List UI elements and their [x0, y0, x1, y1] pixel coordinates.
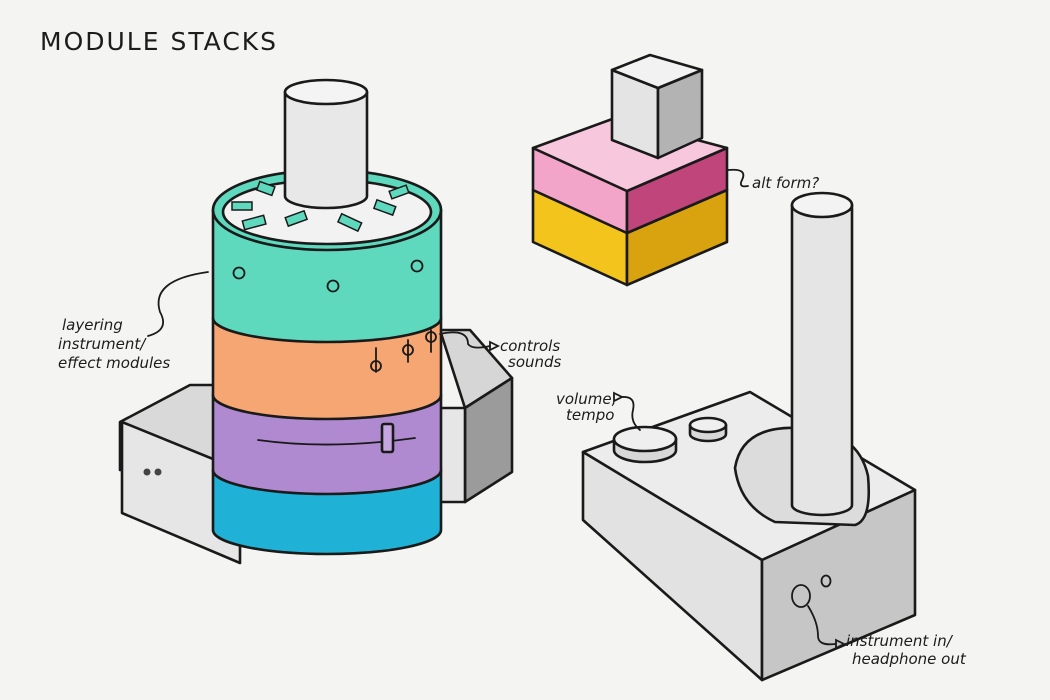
left-side-box	[118, 383, 242, 565]
top-slots	[231, 180, 410, 233]
layering-text-3: effect modules	[58, 354, 170, 372]
alt-form-blocks	[531, 53, 729, 287]
alt-form-annotation: alt form?	[727, 168, 819, 192]
vertical-pole	[790, 203, 854, 517]
volume-annotation: volume, tempo	[556, 390, 641, 431]
instrument-text-2: headphone out	[852, 650, 967, 668]
orange-module	[211, 316, 443, 421]
right-side-box	[438, 328, 514, 504]
sketch-title: MODULE STACKS	[40, 27, 278, 56]
volume-text-2: tempo	[566, 406, 614, 424]
controls-annotation: controls sounds	[439, 331, 562, 371]
alt-form-text: alt form?	[752, 174, 819, 192]
volume-text-1: volume,	[556, 390, 616, 408]
layering-text-2: instrument/	[58, 335, 147, 353]
layering-annotation: layering instrument/ effect modules	[58, 271, 209, 372]
instrument-text-1: instrument in/	[846, 632, 954, 650]
center-post	[283, 90, 369, 210]
headphone-jack	[820, 574, 832, 588]
instrument-jack	[791, 584, 811, 608]
instrument-base	[581, 390, 917, 682]
instrument-annotation: instrument in/ headphone out	[807, 605, 967, 668]
purple-slider-knob	[380, 422, 395, 454]
controls-text-1: controls	[500, 337, 560, 355]
orange-control-knobs	[370, 329, 437, 373]
volume-tempo-knobs	[612, 416, 728, 464]
layering-text-1: layering	[62, 316, 123, 334]
cylinder-stack	[118, 78, 514, 565]
controls-text-2: sounds	[508, 353, 562, 371]
